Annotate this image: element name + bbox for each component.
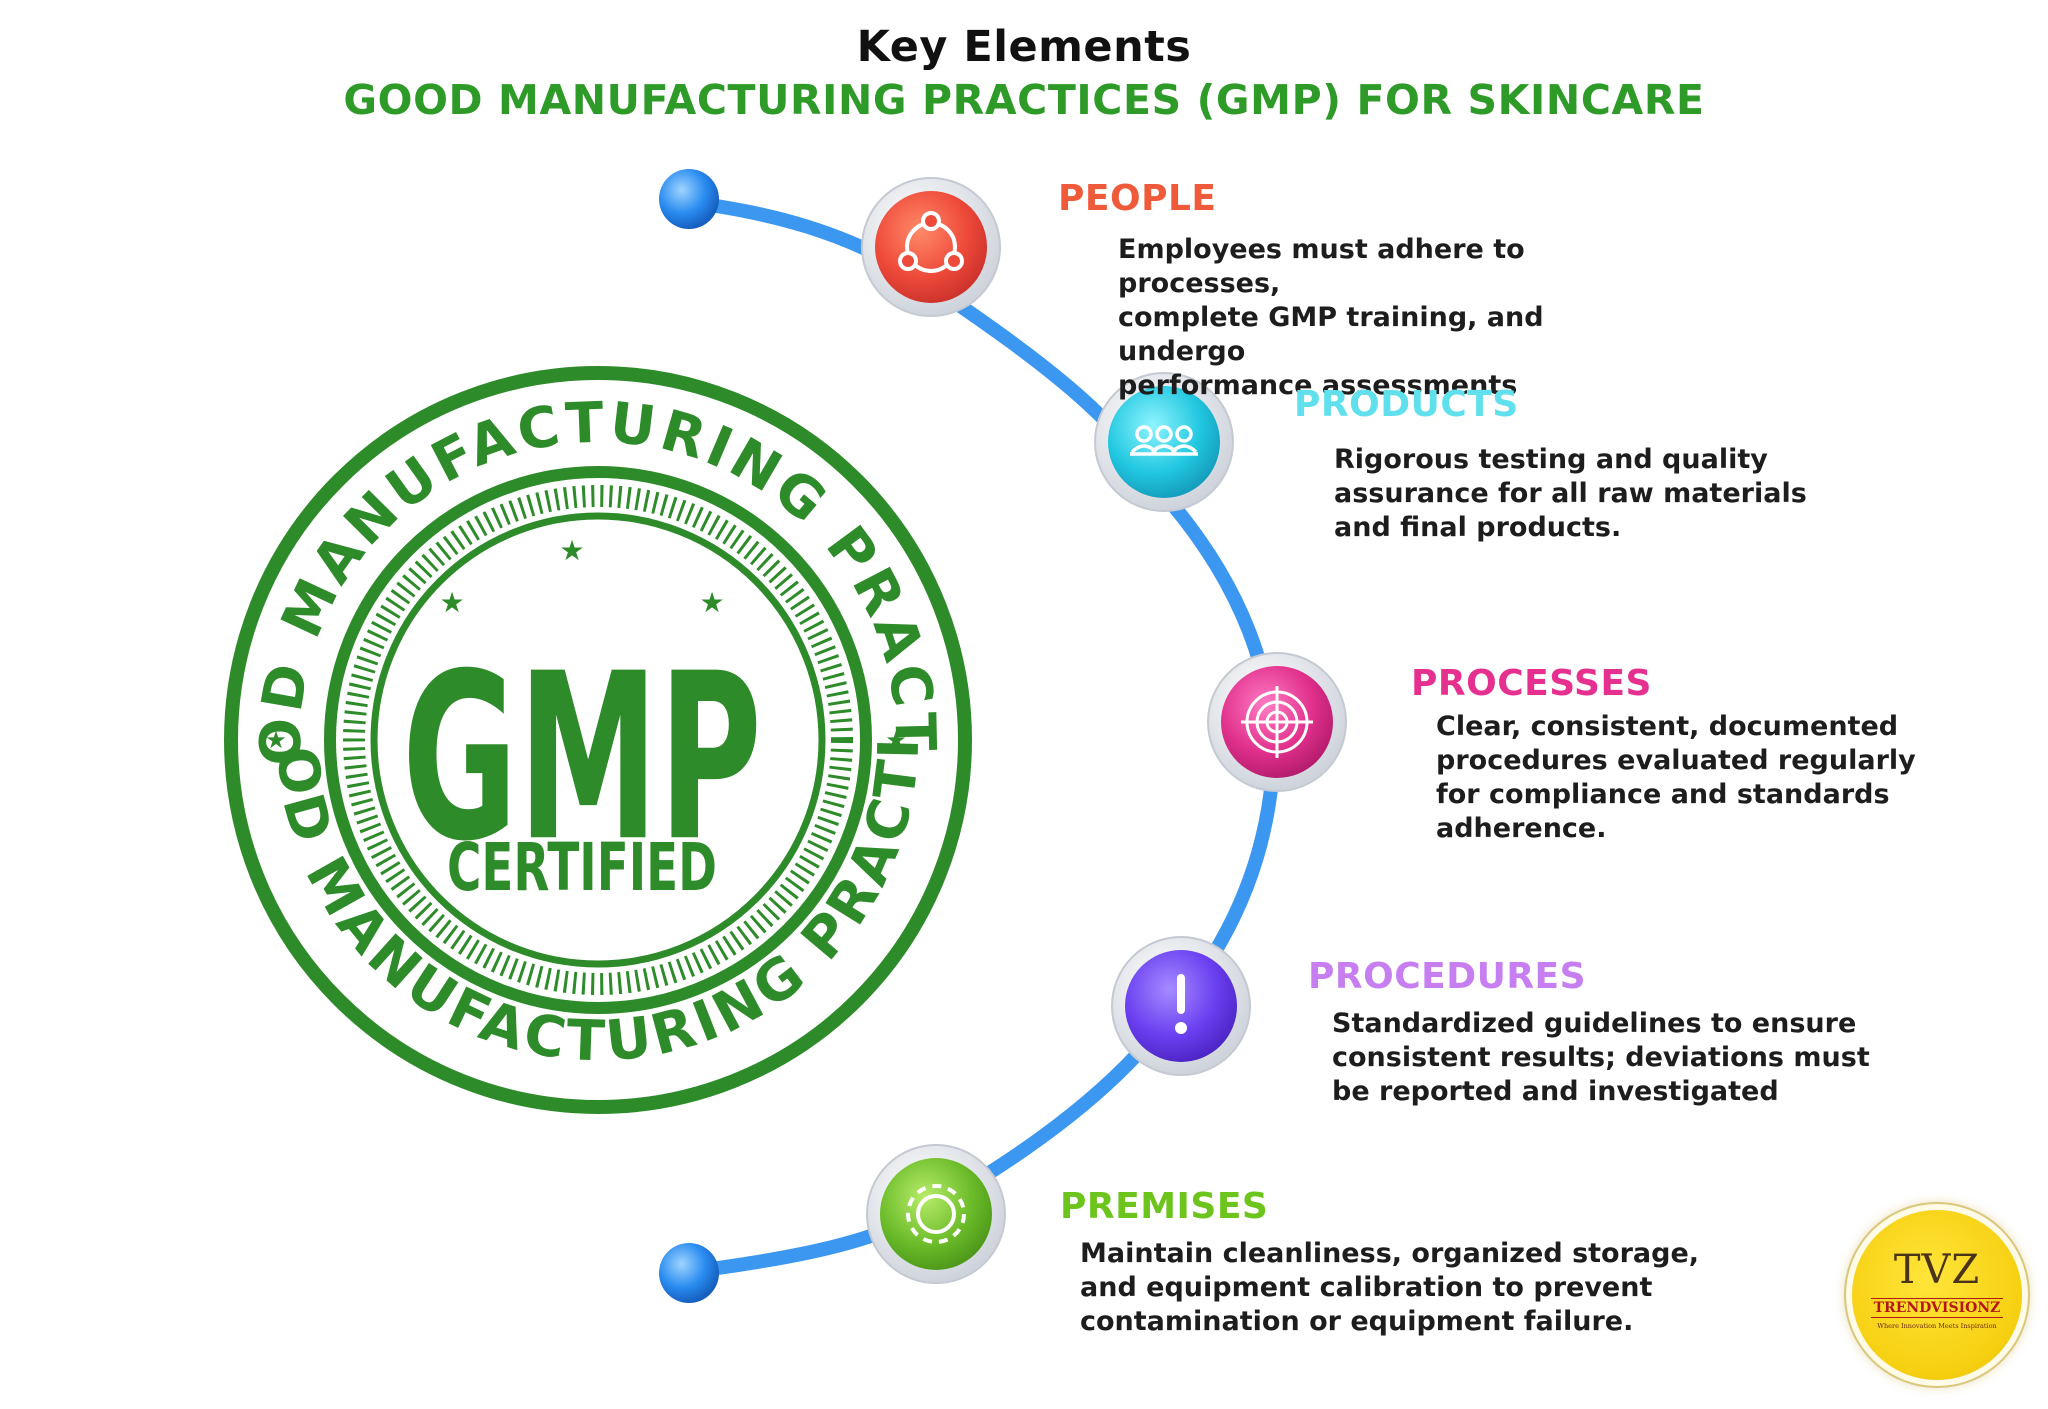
node-premises [866,1144,1006,1284]
item-premises-desc: Maintain cleanliness, organized storage,… [1080,1238,1700,1337]
node-products [1094,372,1234,512]
team-group-icon [1130,425,1198,456]
star-icon: ★ [559,534,584,567]
timeline-end-dot [659,1243,719,1303]
target-icon [1241,686,1313,758]
node-procedures [1111,936,1251,1076]
star-icon: ★ [439,586,464,619]
item-products-desc: Rigorous testing and quality assurance f… [1334,444,1807,543]
node-people [861,177,1001,317]
item-premises: PREMISES Maintain cleanliness, organized… [1060,1186,1700,1339]
item-processes: PROCESSES Clear, consistent, documented … [1411,663,1996,846]
exclamation-icon [1175,974,1187,1034]
node-processes [1207,652,1347,792]
item-premises-title: PREMISES [1060,1186,1269,1227]
star-icon: ★ [699,586,724,619]
item-processes-desc: Clear, consistent, documented procedures… [1436,711,1916,844]
star-icon: ★ [885,726,907,754]
item-procedures-title: PROCEDURES [1308,956,1587,997]
item-people-title: PEOPLE [1058,178,1217,219]
gear-icon [906,1184,966,1244]
item-people-desc: Employees must adhere to processes, comp… [1118,234,1544,401]
seal-main-text: GMP [402,624,762,892]
people-network-icon [898,211,964,273]
star-icon: ★ [265,726,287,754]
trendvisionz-logo: TVZ TRENDVISIONZ Where Innovation Meets … [1852,1210,2022,1380]
item-procedures: PROCEDURES Standardized guidelines to en… [1308,956,1892,1109]
seal-sub-text: CERTIFIED [447,829,717,906]
logo-name: TRENDVISIONZ [1871,1298,2003,1318]
item-procedures-desc: Standardized guidelines to ensure consis… [1332,1008,1870,1107]
logo-tagline: Where Innovation Meets Inspiration [1877,1322,1997,1330]
item-products-title: PRODUCTS [1294,384,1519,425]
gmp-certified-seal: GOOD MANUFACTURING PRACTICE GOOD MANUFAC… [0,0,972,1114]
page-title: Key Elements [856,22,1192,72]
item-processes-title: PROCESSES [1411,663,1652,704]
timeline-start-dot [659,169,719,229]
page-subtitle: GOOD MANUFACTURING PRACTICES (GMP) FOR S… [343,76,1705,124]
logo-mark: TVZ [1893,1247,1981,1293]
item-people: PEOPLE Employees must adhere to processe… [1058,178,1678,403]
item-products: PRODUCTS Rigorous testing and quality as… [1294,384,1894,545]
